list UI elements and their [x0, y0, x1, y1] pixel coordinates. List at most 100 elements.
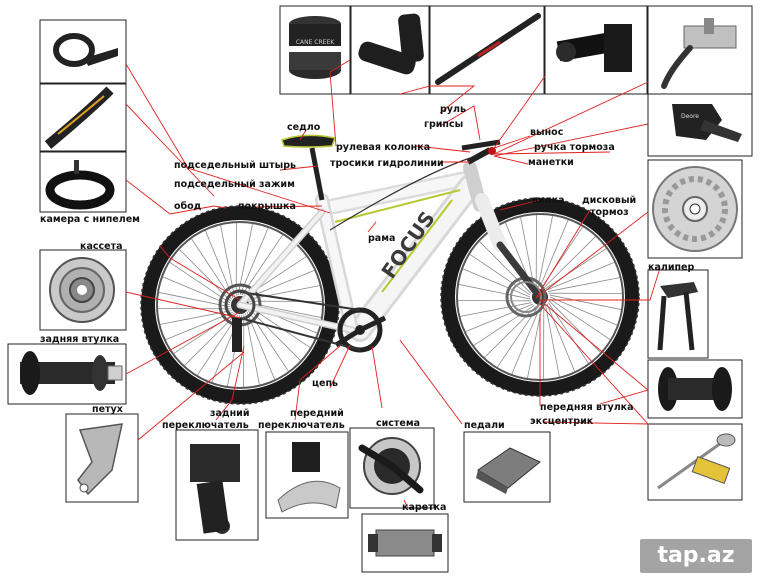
thumb-rear-hub [7, 343, 127, 405]
label-handlebar: руль [440, 104, 466, 115]
spoke [220, 225, 235, 297]
shifter-brand-text: Deore [681, 113, 699, 120]
spoke [248, 308, 301, 361]
thumb-brake-lever [647, 5, 753, 95]
thumb-bottom-bracket [361, 513, 449, 573]
thumb-disc-brake [647, 159, 743, 259]
spoke [511, 306, 541, 375]
label-shifter: манетки [528, 157, 574, 168]
spoke [184, 313, 237, 366]
label-frame: рама [368, 233, 396, 244]
label-pedals: педали [464, 420, 505, 431]
headset-brand-text: CANE CREEK [296, 39, 335, 46]
thumb-seat-clamp [39, 19, 127, 84]
label-chain: цепь [312, 378, 339, 389]
stem [466, 147, 492, 165]
label-hydraulic-line: тросики гидролинии [330, 158, 444, 169]
spoke [543, 236, 596, 289]
thumb-front-derailleur [265, 431, 349, 519]
spoke [165, 311, 234, 340]
label-rear: задний [210, 408, 250, 419]
spoke [246, 311, 275, 380]
spoke [520, 217, 535, 289]
thumb-headset: CANE CREEK [279, 5, 351, 95]
chain [239, 291, 361, 351]
label-stem: вынос [530, 127, 564, 138]
label-disc: дисковый [582, 195, 637, 206]
label-derailleur-front: переключатель [258, 420, 345, 431]
spoke [469, 254, 531, 296]
label-grips: грипсы [424, 119, 464, 130]
label-tire: покрышка [238, 201, 296, 212]
label-brake: тормоз [590, 207, 629, 218]
spoke [497, 306, 539, 368]
spoke [545, 305, 560, 377]
spoke [245, 313, 260, 385]
spoke [479, 241, 532, 294]
spoke [549, 298, 611, 340]
spoke [458, 284, 531, 300]
label-derailleur-rear: переключатель [162, 420, 249, 431]
spoke [237, 223, 253, 296]
thumb-crankset [349, 427, 435, 509]
thumb-pedals [463, 431, 551, 503]
spoke [162, 276, 231, 306]
label-quick-release: эксцентрик [530, 416, 594, 427]
seatpost [309, 147, 325, 201]
spoke [160, 310, 232, 325]
bicycle: FOCUS [140, 134, 640, 405]
label-derailleur-hanger: петух [92, 404, 123, 415]
thumb-stem [544, 5, 648, 95]
spoke [179, 249, 232, 302]
brake-lever-red [488, 147, 496, 155]
label-bottom-bracket: каретка [402, 502, 447, 513]
spoke [465, 303, 534, 332]
spoke [247, 310, 289, 372]
rear-derailleur [232, 318, 242, 352]
label-front: передний [290, 408, 344, 419]
thumb-inner-tube [39, 151, 127, 213]
spoke [548, 277, 620, 292]
thumb-rear-derailleur [175, 429, 259, 541]
label-crankset: система [376, 418, 421, 429]
label-saddle: седло [287, 122, 321, 133]
spoke [249, 302, 322, 318]
label-caliper: калипер [648, 262, 695, 273]
spoke [548, 300, 601, 353]
spoke [169, 262, 231, 304]
label-seatpost: подседельный штырь [174, 160, 297, 171]
spoke [173, 312, 235, 354]
spoke [549, 296, 618, 326]
label-seat-clamp: подседельный зажим [174, 179, 295, 190]
thumb-shifter: Deore [647, 93, 753, 157]
spoke [537, 215, 553, 288]
spoke [546, 262, 615, 291]
spoke [205, 230, 234, 299]
spoke [239, 227, 269, 296]
spoke [248, 285, 320, 300]
label-rear-hub: задняя втулка [40, 334, 120, 345]
thumb-handlebar [429, 5, 545, 95]
thumb-caliper [647, 269, 709, 359]
thumb-quick-release [647, 423, 743, 501]
spoke [158, 292, 231, 308]
spoke [246, 270, 315, 299]
label-brake-lever: ручка тормоза [534, 142, 615, 153]
saddle [281, 134, 337, 148]
spoke [241, 234, 283, 296]
thumb-rim [39, 83, 127, 152]
label-rim: обод [174, 201, 202, 212]
label-front-hub: передняя втулка [540, 402, 634, 413]
spoke [545, 248, 607, 290]
hydraulic-line [329, 157, 471, 231]
spoke [462, 268, 531, 298]
spoke [197, 314, 239, 376]
fork [475, 193, 544, 301]
thumb-grips [350, 5, 430, 95]
thumb-derailleur-hanger [65, 413, 139, 503]
spoke [527, 306, 543, 379]
spoke [549, 294, 622, 310]
label-headset: рулевая колонка [336, 142, 431, 153]
spoke [546, 303, 575, 372]
thumb-cassette [39, 249, 127, 331]
